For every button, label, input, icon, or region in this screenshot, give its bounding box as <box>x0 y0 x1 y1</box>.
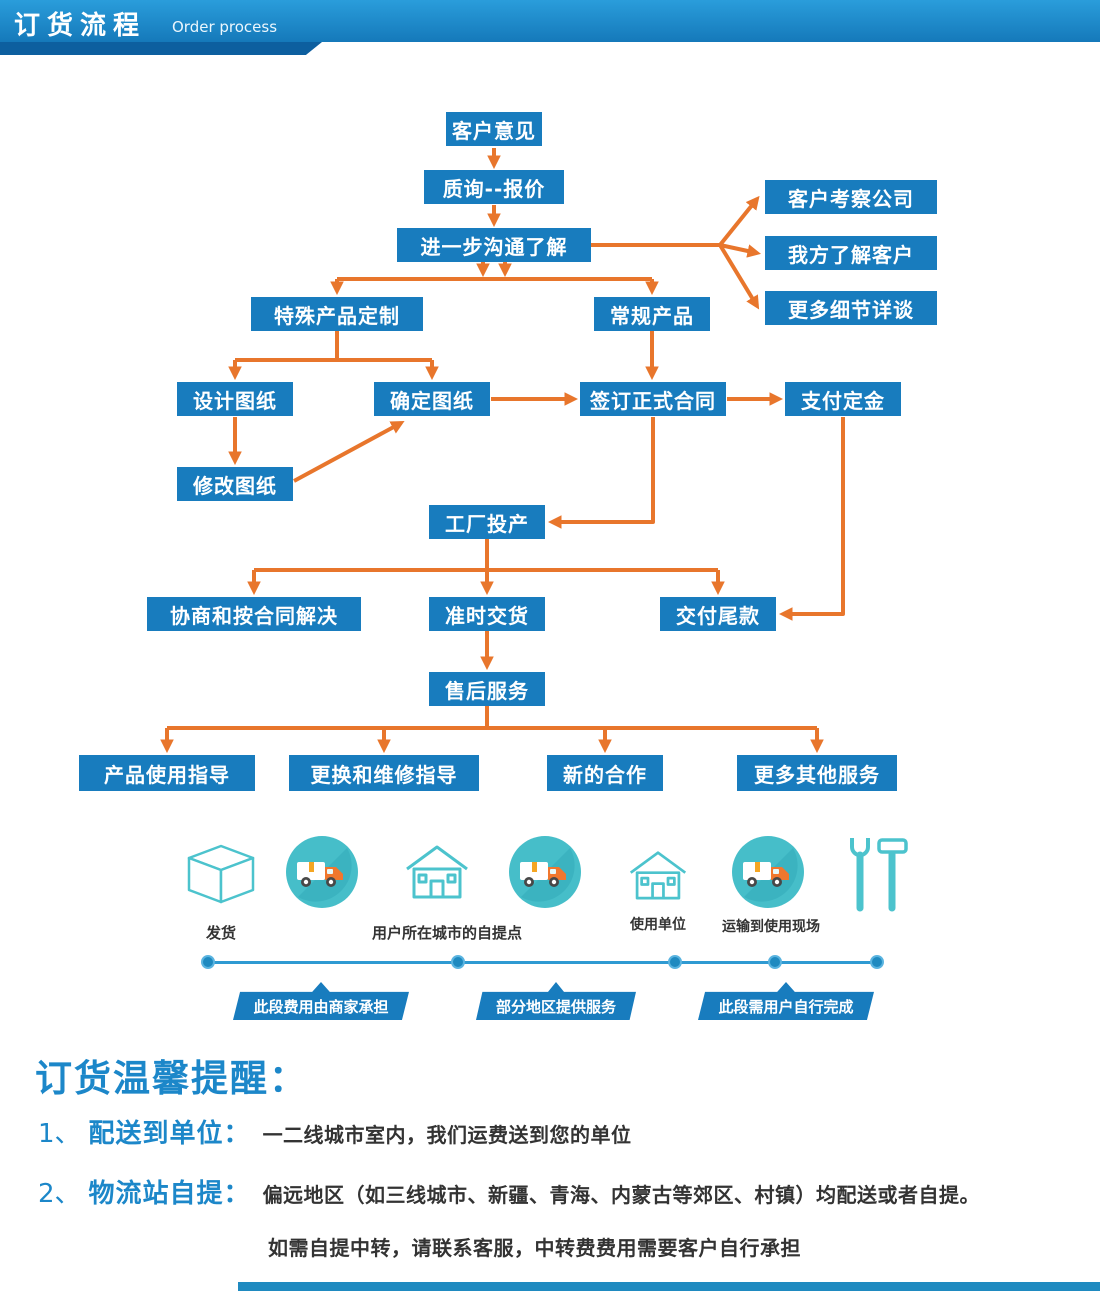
flow-node-confirm-drawing: 确定图纸 <box>374 382 490 416</box>
house-icon-2 <box>628 848 688 905</box>
stage-label-pickup-point: 用户所在城市的自提点 <box>371 924 522 942</box>
ribbon-merchant-cost: 此段费用由商家承担 <box>233 982 409 1020</box>
logistics-timeline <box>208 961 877 964</box>
note-label: 配送到单位： <box>88 1119 251 1149</box>
note-number: 2、 <box>38 1179 81 1209</box>
flow-node-repair-guide: 更换和维修指导 <box>289 755 479 791</box>
timeline-dot <box>768 955 782 969</box>
flow-node-further-communication: 进一步沟通了解 <box>397 228 591 262</box>
stage-label-ship: 发货 <box>205 924 236 942</box>
note-number: 1、 <box>38 1119 81 1149</box>
header-ribbon-fold <box>0 42 322 55</box>
page-title: 订货流程 <box>14 11 147 41</box>
flow-node-aftersales-service: 售后服务 <box>429 672 545 706</box>
ribbon-partial-service: 部分地区提供服务 <box>476 982 636 1020</box>
flow-node-design-drawing: 设计图纸 <box>177 382 293 416</box>
flow-node-more-details: 更多细节详谈 <box>765 291 937 325</box>
stage-label-transport-site: 运输到使用现场 <box>722 919 820 935</box>
timeline-dot <box>870 955 884 969</box>
flow-node-pay-balance: 交付尾款 <box>660 597 776 631</box>
note-text: 一二线城市室内，我们运费送到您的单位 <box>262 1123 632 1147</box>
timeline-dot <box>201 955 215 969</box>
flow-node-modify-drawing: 修改图纸 <box>177 467 293 501</box>
flow-node-visit-company: 客户考察公司 <box>765 180 937 214</box>
timeline-dot <box>451 955 465 969</box>
package-box-icon <box>185 838 257 910</box>
flow-node-ontime-delivery: 准时交货 <box>429 597 545 631</box>
note-item-1: 1、 配送到单位： 一二线城市室内，我们运费送到您的单位 <box>38 1113 632 1150</box>
tools-icon <box>844 834 912 920</box>
flow-node-regular-product: 常规产品 <box>594 297 710 331</box>
note-label: 物流站自提： <box>88 1179 251 1209</box>
page-subtitle: Order process <box>172 18 278 36</box>
notes-title: 订货温馨提醒： <box>35 1057 308 1100</box>
flow-node-negotiate-by-contract: 协商和按合同解决 <box>147 597 361 631</box>
flow-node-know-customer: 我方了解客户 <box>765 236 937 270</box>
ribbon-user-complete: 此段需用户自行完成 <box>698 982 874 1020</box>
flow-node-customer-feedback: 客户意见 <box>446 112 542 146</box>
flow-node-factory-production: 工厂投产 <box>429 505 545 539</box>
note-item-2: 2、 物流站自提： 偏远地区（如三线城市、新疆、青海、内蒙古等郊区、村镇）均配送… <box>38 1173 980 1210</box>
flow-node-sign-contract: 签订正式合同 <box>580 382 726 416</box>
flow-node-custom-product: 特殊产品定制 <box>251 297 423 331</box>
flow-node-more-services: 更多其他服务 <box>737 755 897 791</box>
delivery-truck-icon-3 <box>732 836 804 912</box>
timeline-dot <box>668 955 682 969</box>
note-extra-line: 如需自提中转，请联系客服，中转费费用需要客户自行承担 <box>268 1236 801 1260</box>
flow-arrow-connectors <box>160 148 845 754</box>
delivery-truck-icon-2 <box>509 836 581 912</box>
flow-node-new-cooperation: 新的合作 <box>547 755 663 791</box>
flow-node-pay-deposit: 支付定金 <box>785 382 901 416</box>
delivery-truck-icon-1 <box>286 836 358 912</box>
page-header-banner: 订货流程 Order process <box>0 0 1100 42</box>
note-text: 偏远地区（如三线城市、新疆、青海、内蒙古等郊区、村镇）均配送或者自提。 <box>262 1183 981 1207</box>
next-section-banner <box>238 1282 1100 1291</box>
flow-node-usage-guide: 产品使用指导 <box>79 755 255 791</box>
stage-label-user-unit: 使用单位 <box>630 917 686 933</box>
house-icon-1 <box>404 842 470 904</box>
flow-node-inquiry-quote: 质询--报价 <box>424 170 564 204</box>
